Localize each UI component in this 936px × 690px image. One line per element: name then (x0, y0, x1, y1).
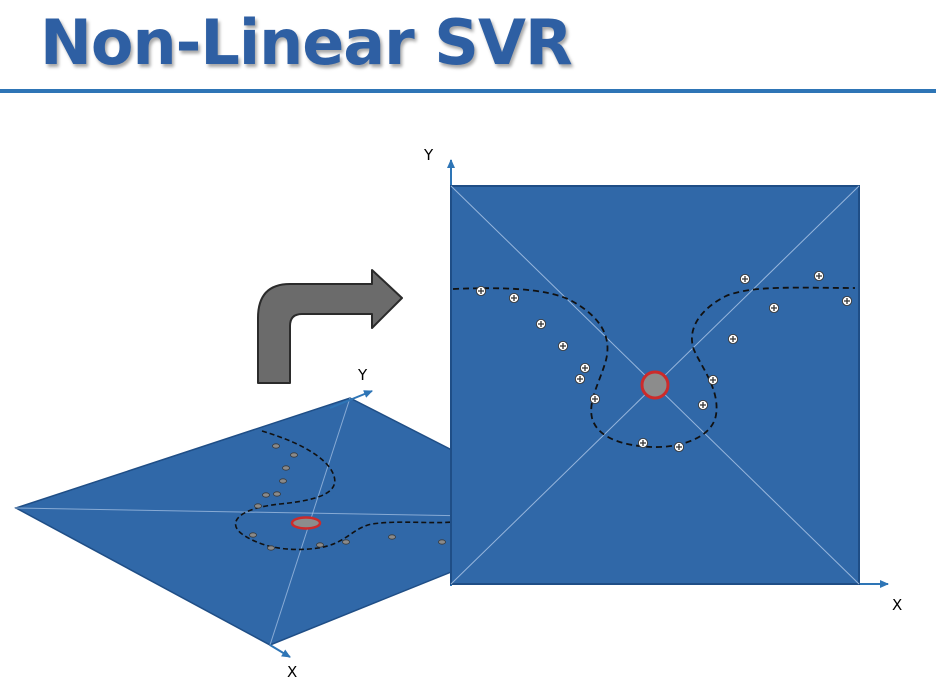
tilted-data-point (342, 539, 350, 545)
tilted-y-axis (329, 390, 373, 409)
tilted-data-point (282, 465, 290, 471)
plus-icon (579, 362, 591, 374)
slide-title: Non-Linear SVR (40, 6, 573, 79)
plus-icon (813, 270, 825, 282)
plus-icon (508, 292, 520, 304)
flat-plane-group: Y X (423, 146, 902, 614)
plus-icon (673, 441, 685, 453)
tilted-plane-group: Y X (14, 366, 587, 681)
plus-icon (768, 302, 780, 314)
tilted-data-point (272, 443, 280, 449)
tilted-data-point (262, 492, 270, 498)
tilted-center-marker (290, 516, 322, 530)
plus-icon (739, 273, 751, 285)
flat-y-label: Y (423, 146, 434, 164)
tilted-data-point (290, 452, 298, 458)
tilted-data-point (249, 532, 257, 538)
plus-icon (707, 374, 719, 386)
tilted-data-point (273, 491, 281, 497)
plus-icon (697, 399, 709, 411)
curved-arrow-icon (257, 269, 403, 384)
tilted-data-point (254, 503, 262, 509)
plus-icon (574, 373, 586, 385)
tilted-data-point (279, 478, 287, 484)
flat-x-label: X (892, 596, 902, 614)
tilted-boundary-curve (234, 430, 453, 551)
tilted-data-points (249, 443, 446, 551)
tilted-data-point (388, 534, 396, 540)
plus-icon (535, 318, 547, 330)
tilted-x-label: X (287, 663, 297, 681)
plus-icon (557, 340, 569, 352)
tilted-data-point (267, 545, 275, 551)
tilted-x-axis (269, 644, 291, 658)
plus-icon (841, 295, 853, 307)
flat-boundary-curve (452, 286, 856, 448)
tilted-y-label: Y (357, 366, 368, 384)
plus-icon (727, 333, 739, 345)
title-divider (0, 89, 936, 93)
plus-icon (475, 285, 487, 297)
flat-center-marker (640, 370, 670, 400)
plus-icon (637, 437, 649, 449)
plus-icon (589, 393, 601, 405)
tilted-data-point (438, 539, 446, 545)
tilted-data-point (316, 542, 324, 548)
